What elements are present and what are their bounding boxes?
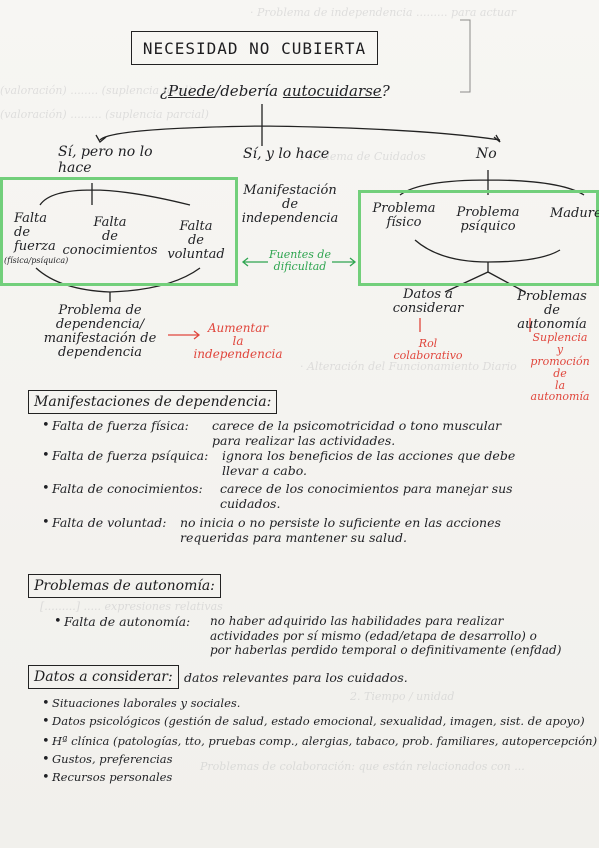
right-green-box <box>358 190 599 286</box>
item-label: Falta de conocimientos: <box>52 481 203 496</box>
section-autonomia-title: Problemas de autonomía: <box>28 574 221 598</box>
bullet-dot: • <box>42 734 50 749</box>
falta-conocimientos: Falta de conocimientos <box>62 215 158 259</box>
page-title: NECESIDAD NO CUBIERTA <box>131 31 378 65</box>
bullet-dot: • <box>42 696 50 711</box>
item-text: no haber adquirido las habilidades para … <box>210 614 562 658</box>
section-manifestaciones-title: Manifestaciones de dependencia: <box>28 390 278 414</box>
bleed-through-text: [.........] ..... expresiones relativas <box>40 600 223 613</box>
bullet-dot: • <box>42 714 50 729</box>
falta-fuerza-sub: (física/psíquica) <box>4 256 69 265</box>
suplencia-promocion: Suplencia y promoción de la autonomía <box>530 331 590 404</box>
item-text: carece de los conocimientos para manejar… <box>220 481 513 511</box>
bleed-through-text: · Problema de independencia ......... pa… <box>250 6 516 19</box>
question: ¿Puede/debería autocuidarse? <box>160 82 390 100</box>
list-item: Situaciones laborales y sociales. <box>52 696 241 710</box>
madurez: Madurez <box>550 206 599 221</box>
manifestacion-independencia: Manifestación de independencia <box>241 183 339 227</box>
item-label: Falta de fuerza psíquica: <box>52 448 209 463</box>
list-item: Recursos personales <box>52 770 173 784</box>
item-label: Falta de fuerza física: <box>52 418 189 433</box>
problema-fisico: Problema físico <box>372 201 436 231</box>
bleed-through-text: Problema de Cuidados <box>300 150 426 163</box>
list-item: Gustos, preferencias <box>52 752 173 766</box>
branch-yes-yes: Sí, y lo hace <box>243 146 330 162</box>
bullet-dot: • <box>42 770 50 785</box>
item-text: carece de la psicomotricidad o tono musc… <box>212 418 502 448</box>
branch-no: No <box>476 146 497 162</box>
falta-fuerza: Falta de fuerza <box>14 211 56 255</box>
item-label: Falta de autonomía: <box>64 614 191 629</box>
falta-voluntad: Falta de voluntad <box>167 219 225 263</box>
bleed-through-text: 2. Tiempo / unidad <box>350 690 455 703</box>
bleed-through-text: · Alteración del Funcionamiento Diario <box>300 360 517 373</box>
bleed-through-text: (valoración) ........ (suplencia total) <box>0 84 193 97</box>
section-datos-title: Datos a considerar: <box>28 665 179 689</box>
item-text: no inicia o no persiste lo suficiente en… <box>180 515 501 545</box>
bullet-dot: • <box>42 448 50 463</box>
rol-colaborativo: Rol colaborativo <box>393 337 463 362</box>
bullet-dot: • <box>42 752 50 767</box>
item-text: ignora los beneficios de las acciones qu… <box>222 448 516 478</box>
problemas-autonomia: Problemas de autonomía <box>517 289 587 333</box>
bullet-dot: • <box>54 614 62 629</box>
bleed-through-text: Problemas de colaboración: que están rel… <box>200 760 525 773</box>
section-datos-intro: datos relevantes para los cuidados. <box>184 670 408 685</box>
problema-dependencia: Problema de dependencia/ manifestación d… <box>43 303 157 361</box>
bullet-dot: • <box>42 515 50 530</box>
problema-psiquico: Problema psíquico <box>456 205 520 235</box>
fuentes-dificultad: Fuentes de dificultad <box>269 248 331 273</box>
list-item: Hª clínica (patologías, tto, pruebas com… <box>52 734 598 748</box>
branch-yes-no: Sí, pero no lo hace <box>58 144 153 177</box>
item-label: Falta de voluntad: <box>52 515 167 530</box>
bleed-through-text: (valoración) ......... (suplencia parcia… <box>0 108 209 121</box>
left-green-box <box>0 177 238 286</box>
list-item: Datos psicológicos (gestión de salud, es… <box>52 714 585 728</box>
aumentar-independencia: Aumentar la independencia <box>193 321 283 361</box>
bullet-dot: • <box>42 481 50 496</box>
bullet-dot: • <box>42 418 50 433</box>
datos-a-considerar: Datos a considerar <box>392 287 464 317</box>
